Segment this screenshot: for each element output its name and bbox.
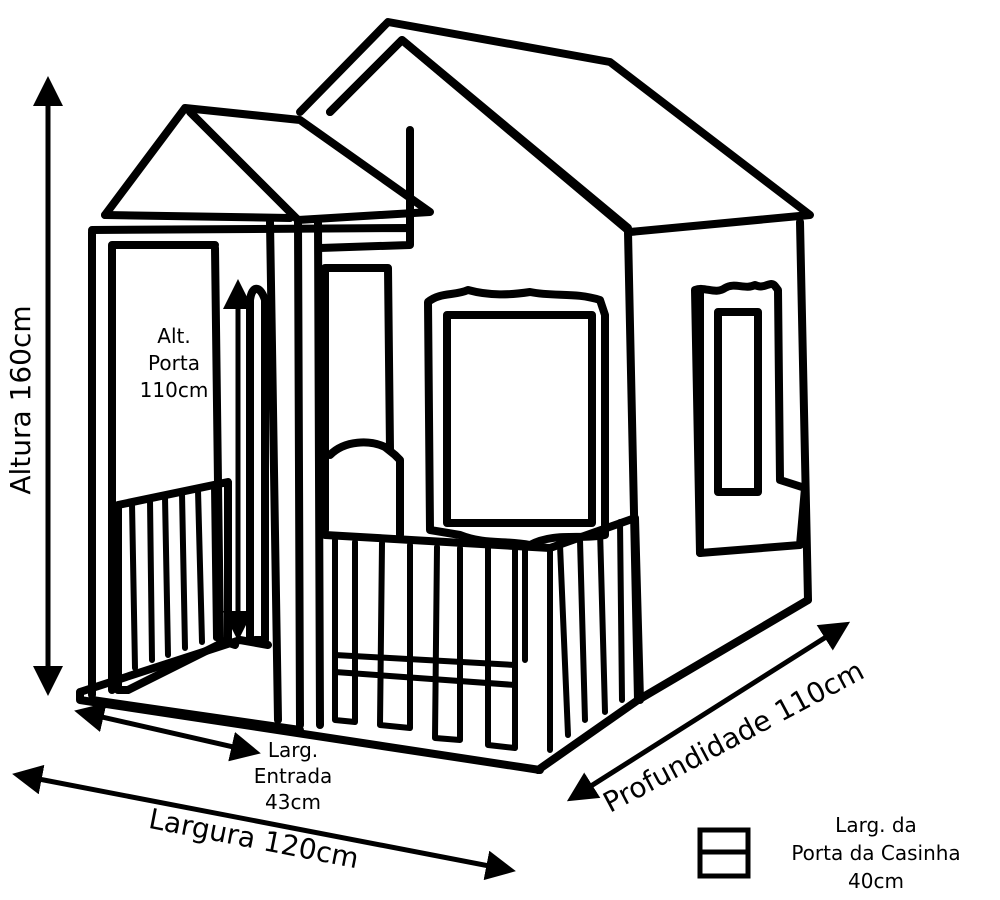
entry-width-arrow: [74, 702, 261, 762]
entry-width-label-2: Entrada: [254, 764, 333, 788]
entry-width-label-1: Larg.: [268, 738, 318, 762]
porch-post-left: [88, 228, 219, 699]
side-window: [691, 280, 809, 557]
front-window-pane: [443, 311, 596, 527]
porch-roof: [101, 104, 434, 224]
front-window: [424, 286, 609, 549]
porch-beam: [88, 224, 414, 252]
width-label: Largura 120cm: [146, 802, 361, 875]
door-height-label-1: Alt.: [157, 324, 190, 348]
entry-width-label-3: 43cm: [265, 790, 321, 814]
front-gate: [326, 438, 404, 539]
legend-line-3: 40cm: [848, 869, 904, 893]
height-label: Altura 160cm: [4, 305, 37, 494]
door-width-legend: Larg. da Porta da Casinha 40cm: [697, 813, 961, 893]
side-window-pane: [714, 308, 762, 496]
main-roof-edge: [326, 36, 632, 232]
front-door-frame: [321, 264, 394, 534]
depth-arrow: [566, 621, 851, 802]
door-height-label-2: Porta: [148, 351, 200, 375]
left-railing: [114, 478, 232, 694]
width-arrow: [12, 764, 516, 881]
legend-line-2: Porta da Casinha: [791, 841, 960, 865]
door-height-label-3: 110cm: [140, 378, 209, 402]
porch-post-center: [266, 218, 324, 729]
legend-line-1: Larg. da: [835, 813, 917, 837]
main-roof: [296, 18, 814, 236]
